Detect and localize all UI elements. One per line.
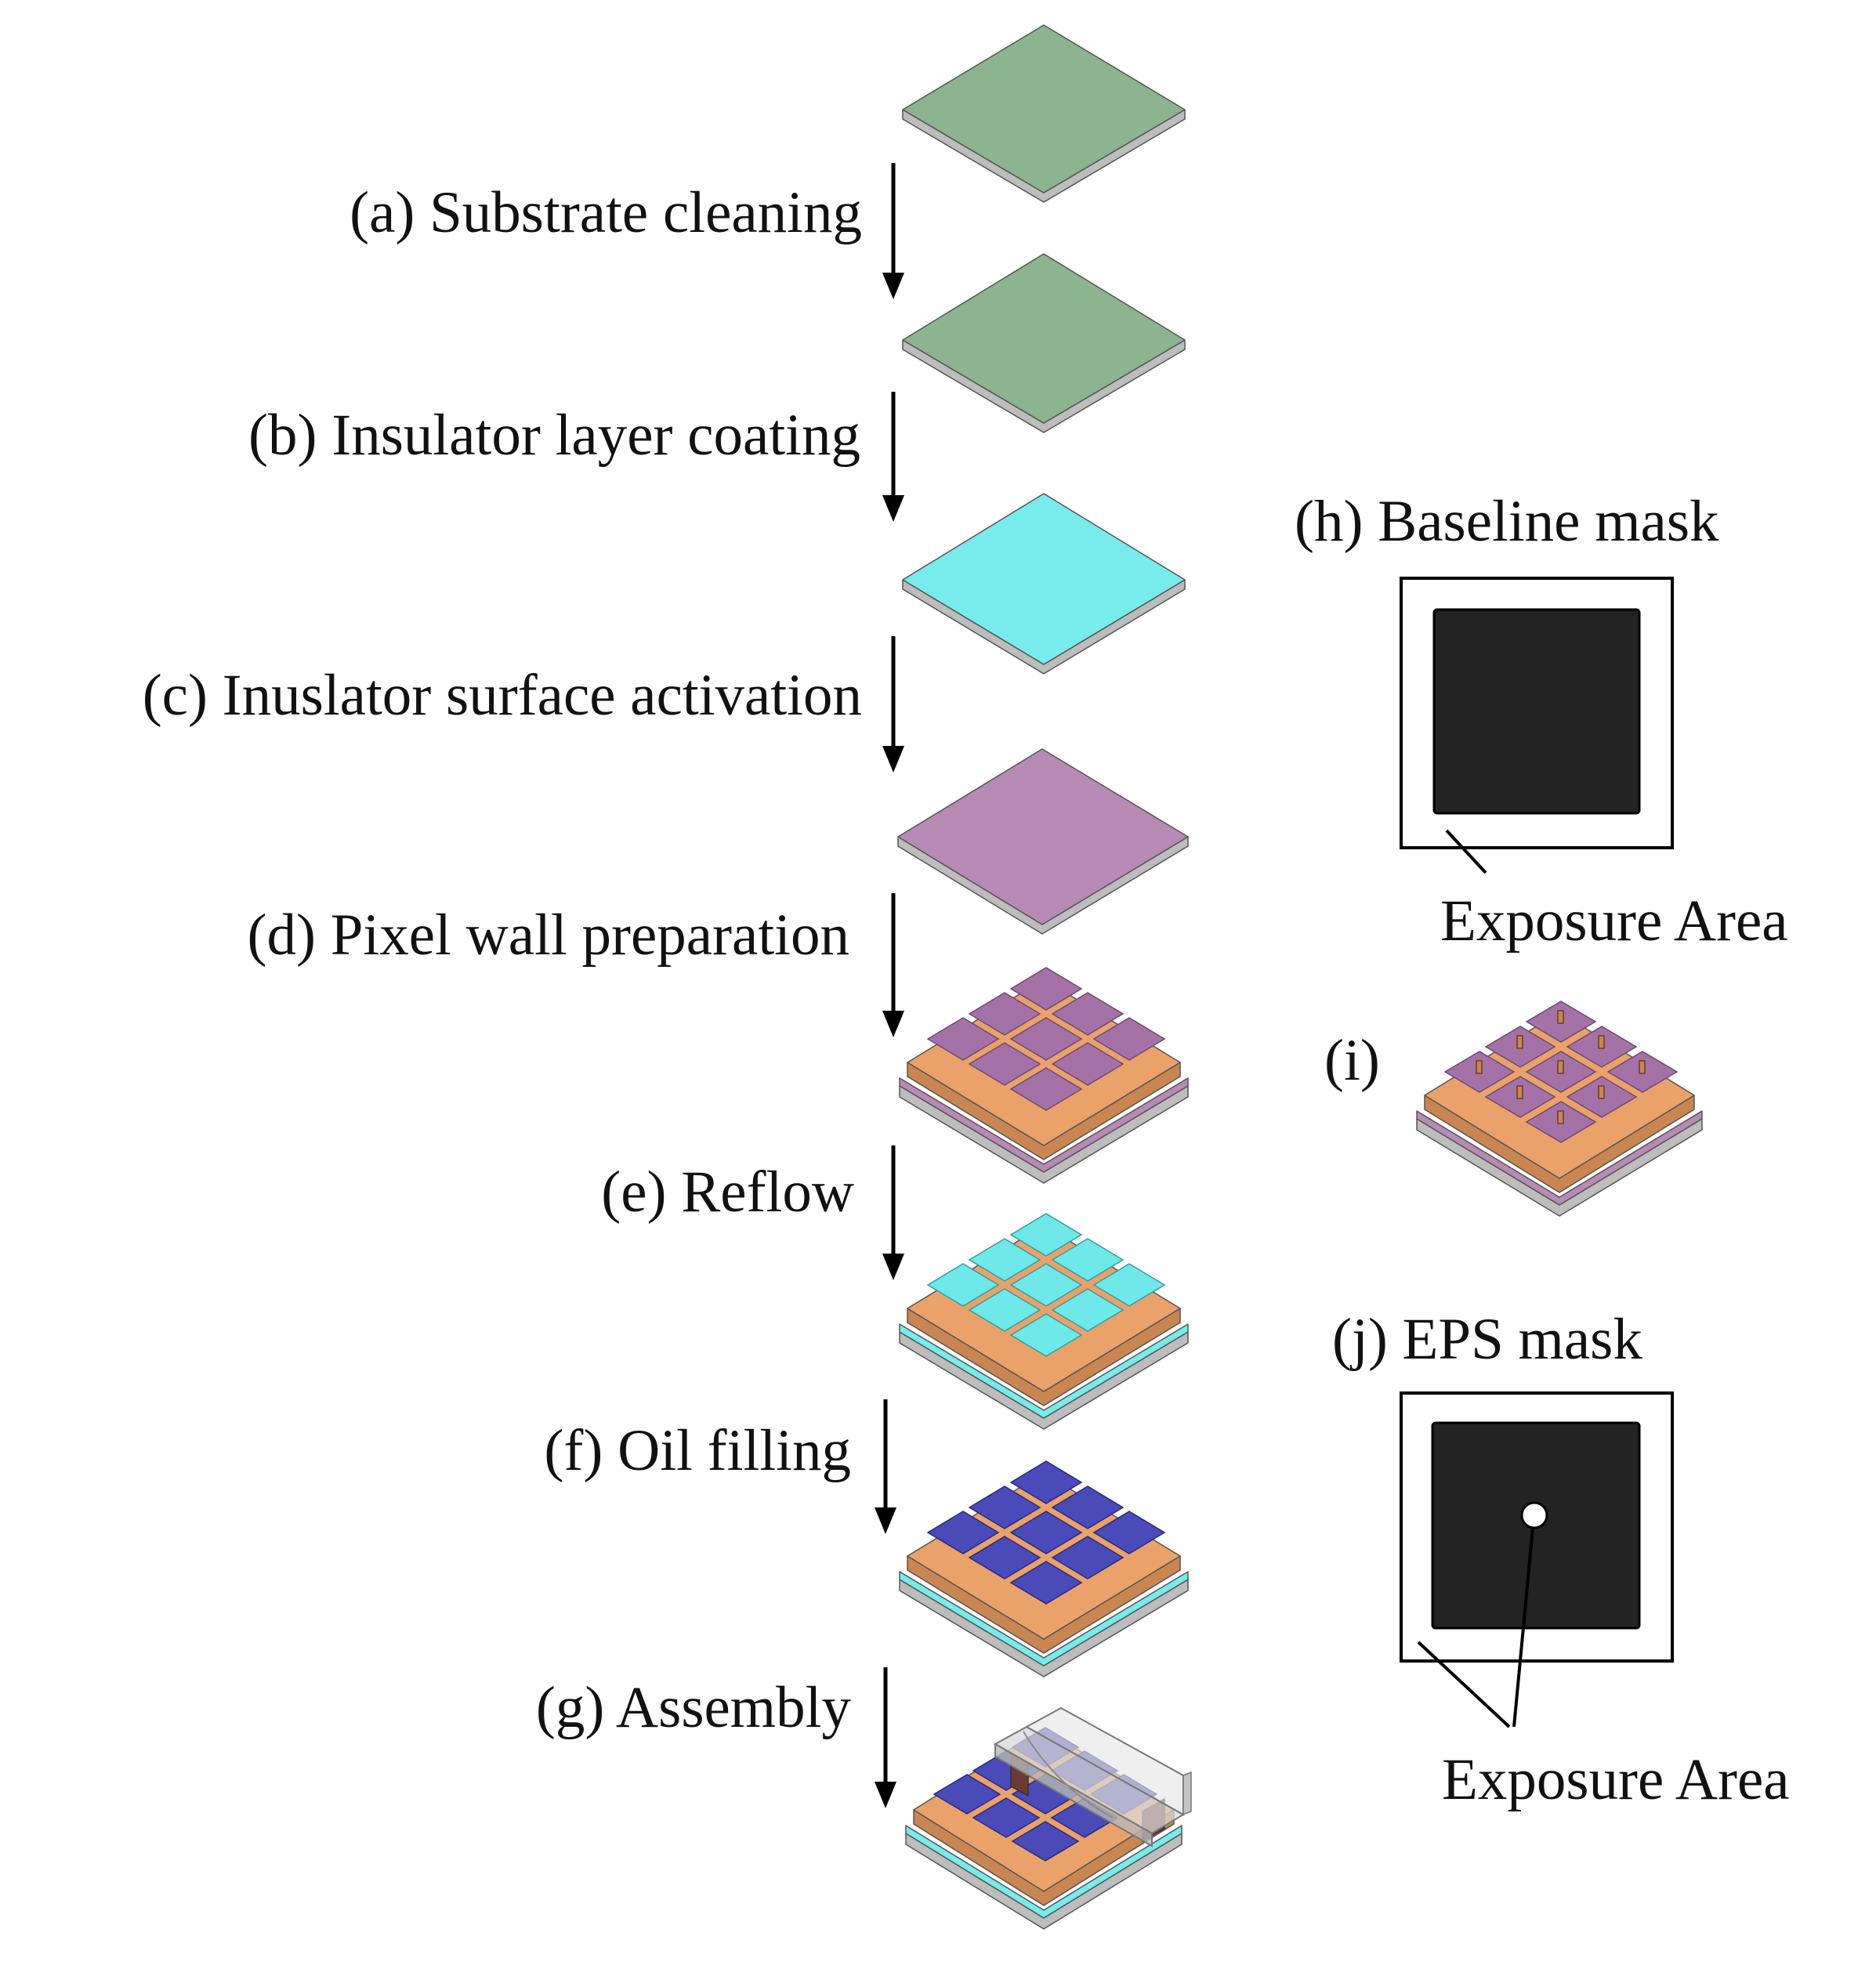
stage-insulator-coated xyxy=(902,253,1186,433)
step-label-b: (b) Insulator layer coating xyxy=(248,403,860,468)
stage-assembly xyxy=(905,1706,1192,1930)
step-label-c: (c) Inuslator surface activation xyxy=(143,663,862,728)
step-label-e: (e) Reflow xyxy=(601,1160,854,1225)
step-label-a: (a) Substrate cleaning xyxy=(349,180,862,245)
panel-i-label: (i) xyxy=(1324,1028,1380,1093)
stage-oil-filled xyxy=(899,1460,1189,1677)
pixel-cells-purple xyxy=(926,967,1166,1111)
step-label-d: (d) Pixel wall preparation xyxy=(248,903,850,968)
stage-pixel-walls-cyan xyxy=(899,1213,1189,1430)
arrow-down-a xyxy=(882,163,904,299)
arrow-down-e xyxy=(882,1145,904,1280)
exposure-area-h-label: Exposure Area xyxy=(1440,888,1788,954)
exposure-pointer-j-aperture xyxy=(1512,1527,1534,1728)
step-label-g: (g) Assembly xyxy=(536,1675,852,1740)
stage-activated-purple xyxy=(897,748,1189,935)
glass-top-plate xyxy=(993,1706,1192,1847)
mask-h-label: (h) Baseline mask xyxy=(1295,489,1719,554)
mask-j-label: (j) EPS mask xyxy=(1332,1307,1642,1372)
step-label-f: (f) Oil filling xyxy=(544,1418,851,1483)
arrow-down-f xyxy=(875,1399,896,1534)
exposure-area-j-label: Exposure Area xyxy=(1442,1747,1790,1812)
stage-substrate-green xyxy=(902,24,1186,203)
exposure-pointer-h xyxy=(1445,829,1487,874)
eps-mask xyxy=(1400,1391,1674,1728)
stage-pixel-walls-purple xyxy=(899,967,1189,1184)
baseline-mask xyxy=(1400,577,1674,874)
arrow-down-g xyxy=(875,1667,896,1808)
arrow-down-d xyxy=(882,893,904,1037)
pixel-walls-with-posts xyxy=(1416,1001,1703,1217)
pixel-cells-cyan xyxy=(926,1213,1166,1357)
eps-mask-aperture xyxy=(1520,1501,1548,1529)
exposure-pointer-j-border xyxy=(1417,1641,1511,1728)
baseline-mask-opaque xyxy=(1432,608,1641,815)
arrow-down-b xyxy=(882,392,904,522)
stage-insulator-cyan xyxy=(902,493,1186,675)
eps-posts xyxy=(1476,1010,1646,1124)
arrow-down-c xyxy=(882,636,904,773)
pixel-cells-oil xyxy=(926,1460,1166,1605)
